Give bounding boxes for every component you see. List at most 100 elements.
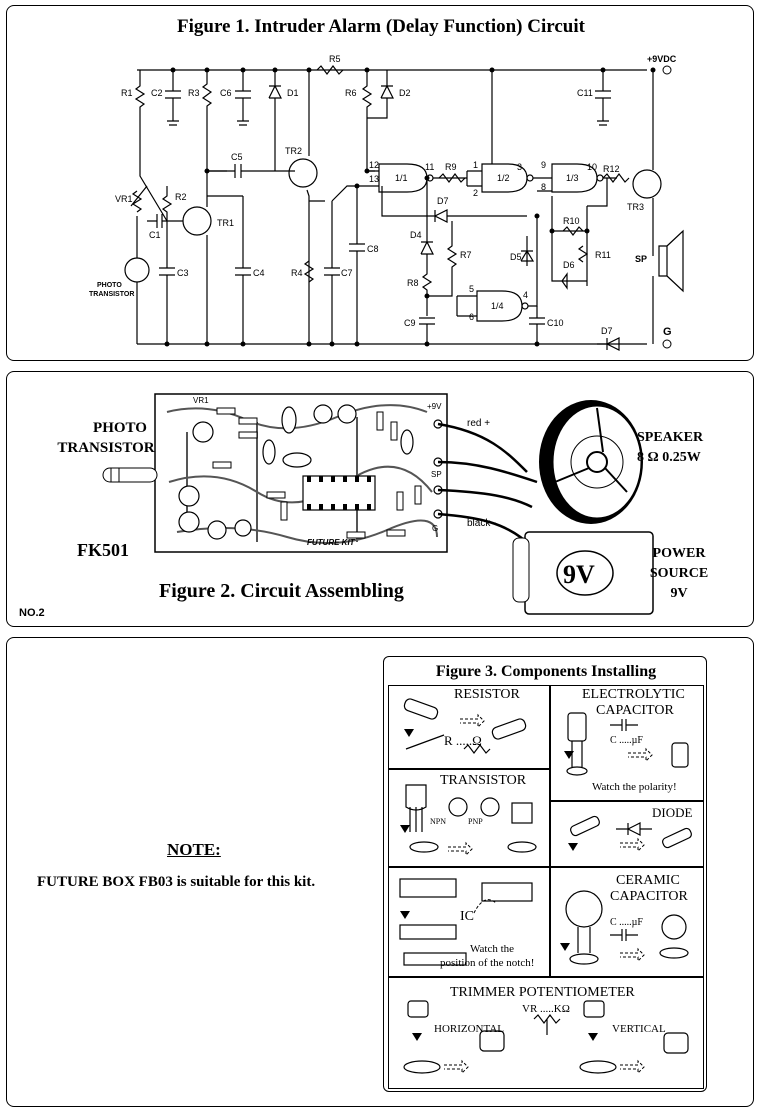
- power-label-1: POWER: [652, 546, 706, 561]
- c6-label: C6: [220, 88, 232, 98]
- d2-label: D2: [399, 88, 411, 98]
- pad-g-label: G: [432, 524, 439, 533]
- note-heading: NOTE:: [167, 840, 221, 859]
- c9-label: C9: [404, 318, 416, 328]
- pad-plus-label: +9V: [427, 402, 442, 411]
- power-label-3: 9V: [670, 586, 688, 601]
- polarity-warning: Watch the polarity!: [592, 781, 677, 793]
- resistor-label: RESISTOR: [454, 687, 520, 702]
- speaker-label-2: 8 Ω 0.25W: [637, 450, 701, 465]
- r2-label: R2: [175, 192, 187, 202]
- speaker-label: SP: [635, 254, 648, 264]
- pnp-label: PNP: [468, 817, 483, 826]
- pin4-label: 4: [523, 290, 529, 300]
- notch-warning-1: Watch the: [470, 943, 515, 955]
- electrolytic-label-2: CAPACITOR: [596, 703, 674, 718]
- photo-transistor-label-2: TRANSISTOR: [89, 291, 135, 298]
- d1-label: D1: [287, 88, 299, 98]
- pin2-label: 2: [473, 188, 479, 198]
- c4-label: C4: [253, 268, 265, 278]
- schematic-diagram: [124, 65, 684, 351]
- c8-label: C8: [367, 244, 379, 254]
- figure1-title: Figure 1. Intruder Alarm (Delay Function…: [177, 16, 585, 37]
- vr1-board-label: VR1: [193, 396, 209, 405]
- figure2-panel: 9V +9V SP G VR1 FUTURE KIT PHOTO TRANSIS…: [6, 371, 754, 627]
- board-name: FK501: [77, 540, 129, 560]
- ceramic-symbol: C .....µF: [610, 917, 643, 928]
- pin8-label: 8: [541, 182, 547, 192]
- electrolytic-cell: [550, 685, 704, 801]
- ic-cell: [388, 867, 550, 977]
- ceramic-label-2: CAPACITOR: [610, 889, 688, 904]
- pin10-label: 10: [587, 162, 598, 172]
- r6-label: R6: [345, 88, 357, 98]
- pin11-label: 11: [425, 162, 435, 172]
- speaker-label-1: SPEAKER: [637, 430, 704, 445]
- c10-label: C10: [547, 318, 564, 328]
- figure3-title: Figure 3. Components Installing: [435, 663, 657, 680]
- r3-label: R3: [188, 88, 200, 98]
- d4-label: D4: [410, 230, 422, 240]
- transistor-cell: [388, 769, 550, 867]
- components-guide: Figure 3. Components Installing: [383, 656, 707, 1092]
- d7-upper-label: D7: [437, 196, 449, 206]
- pad-sp-label: SP: [431, 470, 442, 479]
- ceramic-cell: [550, 867, 704, 977]
- notch-warning-2: position of the notch!: [440, 957, 535, 969]
- gate3-label: 1/3: [566, 173, 579, 183]
- gate1-label: 1/1: [395, 173, 408, 183]
- c11-label: C11: [577, 88, 593, 98]
- electrolytic-symbol: C .....µF: [610, 735, 643, 746]
- resistor-cell: [388, 685, 550, 769]
- trimmer-label: TRIMMER POTENTIOMETER: [450, 985, 635, 1000]
- battery-voltage: 9V: [563, 560, 595, 589]
- tr2-label: TR2: [285, 146, 303, 156]
- diode-label: DIODE: [652, 805, 693, 820]
- vr-symbol: VR .....KΩ: [522, 1003, 570, 1015]
- electrolytic-label-1: ELECTROLYTIC: [582, 687, 685, 702]
- r10-label: R10: [563, 216, 580, 226]
- pin13-label: 13: [369, 174, 380, 184]
- ceramic-label-1: CERAMIC: [616, 873, 680, 888]
- d6-label: D6: [563, 260, 575, 270]
- r4-label: R4: [291, 268, 303, 278]
- tr1-label: TR1: [217, 218, 235, 228]
- page-number: NO.2: [19, 607, 45, 619]
- transistor-label: TRANSISTOR: [440, 773, 527, 788]
- d5-label: D5: [510, 252, 522, 262]
- figure2-title: Figure 2. Circuit Assembling: [159, 580, 404, 602]
- pin3-label: 3: [517, 162, 523, 172]
- vertical-label: VERTICAL: [612, 1023, 666, 1035]
- d7-lower-label: D7: [601, 326, 613, 336]
- r5-label: R5: [329, 54, 341, 64]
- photo-transistor-label-1: PHOTO: [93, 420, 147, 436]
- ic-label: IC: [460, 909, 474, 924]
- figure3-panel: NOTE: FUTURE BOX FB03 is suitable for th…: [6, 637, 754, 1107]
- trimmer-cell: [388, 977, 704, 1089]
- r8-label: R8: [407, 278, 419, 288]
- power-label-2: SOURCE: [649, 566, 709, 581]
- pin5-label: 5: [469, 284, 475, 294]
- vr1-label: VR1: [115, 194, 133, 204]
- wire-red-label: red +: [467, 418, 491, 429]
- components-drawings: [399, 698, 692, 1075]
- figure1-panel: Figure 1. Intruder Alarm (Delay Function…: [6, 5, 754, 361]
- c7-label: C7: [341, 268, 353, 278]
- c3-label: C3: [177, 268, 189, 278]
- ground-label: G: [663, 326, 672, 338]
- r12-label: R12: [603, 164, 620, 174]
- horizontal-label: HORIZONTAL: [434, 1023, 504, 1035]
- r9-label: R9: [445, 162, 457, 172]
- pin1-label: 1: [473, 160, 479, 170]
- gate2-label: 1/2: [497, 173, 510, 183]
- c1-label: C1: [149, 230, 161, 240]
- future-kit-logo: FUTURE KIT: [307, 538, 355, 547]
- r11-label: R11: [595, 250, 611, 260]
- photo-transistor-label-1: PHOTO: [97, 282, 122, 289]
- npn-label: NPN: [430, 817, 447, 826]
- note-text: FUTURE BOX FB03 is suitable for this kit…: [37, 874, 316, 890]
- c5-label: C5: [231, 152, 243, 162]
- pin9-label: 9: [541, 160, 547, 170]
- pin6-label: 6: [469, 312, 475, 322]
- gate4-label: 1/4: [491, 301, 504, 311]
